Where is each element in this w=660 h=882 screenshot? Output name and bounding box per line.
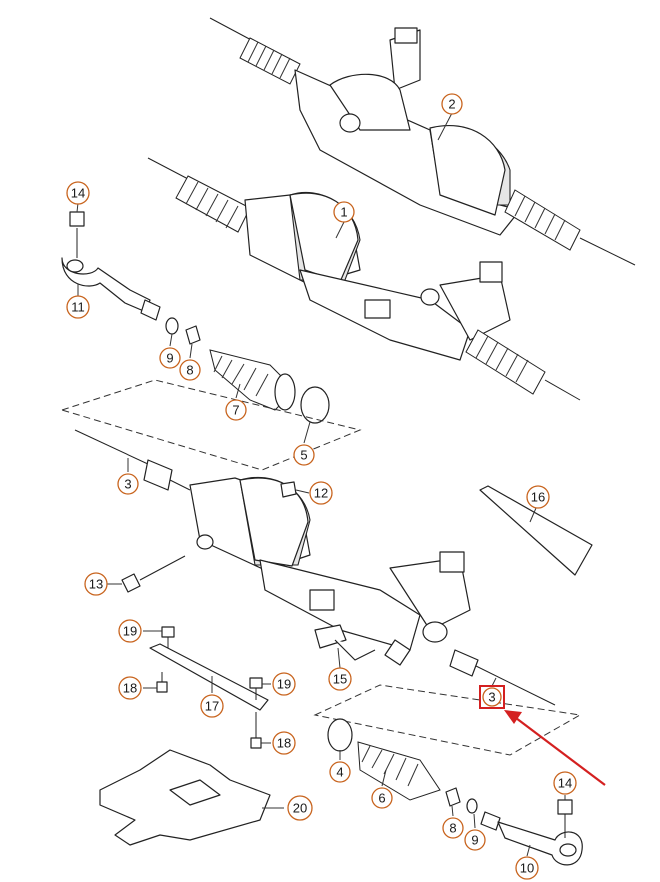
callout-14-lower: 14	[553, 771, 577, 795]
boot-left	[209, 349, 296, 411]
svg-text:9: 9	[166, 351, 173, 366]
callout-5: 5	[293, 444, 315, 466]
bolt-19b	[249, 677, 263, 700]
dashed-box-lower	[313, 684, 582, 756]
callout-17: 17	[200, 694, 224, 718]
svg-text:3: 3	[488, 690, 495, 705]
callout-11: 11	[66, 295, 90, 319]
callout-18-lower: 18	[272, 731, 296, 755]
callout-3-upper: 3	[117, 473, 139, 495]
rack-boot-right-top	[504, 189, 581, 251]
tie-rod-left	[74, 429, 191, 491]
tie-rod-end-right	[480, 799, 583, 866]
svg-text:18: 18	[123, 681, 137, 696]
svg-text:19: 19	[123, 624, 137, 639]
callout-2: 2	[441, 93, 463, 115]
svg-text:13: 13	[89, 577, 103, 592]
svg-text:15: 15	[333, 672, 347, 687]
dashed-box-upper	[60, 379, 362, 471]
bolt-19a	[161, 626, 175, 648]
red-pointer-arrow	[504, 710, 606, 786]
bolt-13	[121, 555, 186, 593]
nut-12	[280, 481, 297, 498]
callout-19-upper: 19	[118, 619, 142, 643]
svg-text:5: 5	[300, 448, 307, 463]
svg-text:4: 4	[336, 765, 343, 780]
callout-8-upper: 8	[179, 359, 201, 381]
washer-right	[466, 798, 478, 814]
svg-text:14: 14	[71, 186, 85, 201]
svg-text:1: 1	[340, 205, 347, 220]
bolt-18a	[156, 672, 168, 693]
callout-9-lower: 9	[464, 829, 486, 851]
hose-clamp-left	[300, 386, 330, 424]
svg-text:2: 2	[448, 97, 455, 112]
callout-15: 15	[328, 667, 352, 691]
svg-text:11: 11	[71, 300, 85, 315]
hose-clamp-right	[327, 718, 353, 752]
callout-13: 13	[84, 572, 108, 596]
callout-10: 10	[515, 856, 539, 880]
steering-rack-top	[209, 17, 636, 266]
callout-6: 6	[371, 787, 393, 809]
svg-text:20: 20	[293, 801, 307, 816]
leader-lines	[76, 112, 566, 857]
svg-text:6: 6	[378, 791, 385, 806]
callout-4: 4	[329, 761, 351, 783]
svg-text:19: 19	[277, 677, 291, 692]
callout-19-lower: 19	[272, 672, 296, 696]
svg-text:8: 8	[186, 363, 193, 378]
callout-20: 20	[287, 795, 313, 821]
callout-1: 1	[333, 201, 355, 223]
rack-boot-right-mid	[465, 329, 546, 395]
callout-7: 7	[225, 399, 247, 421]
rack-boot-left-top	[239, 37, 301, 85]
callout-18-upper: 18	[118, 676, 142, 700]
callout-8-lower: 8	[442, 817, 464, 839]
svg-text:12: 12	[314, 486, 328, 501]
svg-text:8: 8	[449, 821, 456, 836]
svg-text:9: 9	[471, 833, 478, 848]
callout-3-lower-highlighted: 3	[479, 685, 505, 709]
tie-rod-right	[449, 649, 556, 706]
sealant-tube-16	[479, 485, 593, 576]
svg-text:3: 3	[124, 477, 131, 492]
svg-text:16: 16	[531, 490, 545, 505]
highlight-box	[479, 685, 505, 709]
svg-text:14: 14	[558, 776, 572, 791]
clamp-right	[445, 787, 461, 807]
bracket-17	[149, 643, 269, 711]
sensor-15	[314, 624, 376, 661]
rack-boot-left-mid	[175, 175, 251, 233]
svg-text:17: 17	[205, 699, 219, 714]
callout-12: 12	[309, 481, 333, 505]
washer-left	[165, 317, 179, 335]
steering-rack-lower	[189, 476, 471, 666]
svg-text:18: 18	[277, 736, 291, 751]
svg-text:7: 7	[232, 403, 239, 418]
callout-16: 16	[526, 485, 550, 509]
svg-text:10: 10	[520, 861, 534, 876]
boot-right	[357, 741, 441, 801]
bolt-18b	[250, 712, 262, 749]
cover-plate-20	[99, 749, 271, 846]
clamp-left	[185, 325, 201, 345]
callout-9-upper: 9	[159, 347, 181, 369]
callout-14-upper: 14	[66, 181, 90, 205]
